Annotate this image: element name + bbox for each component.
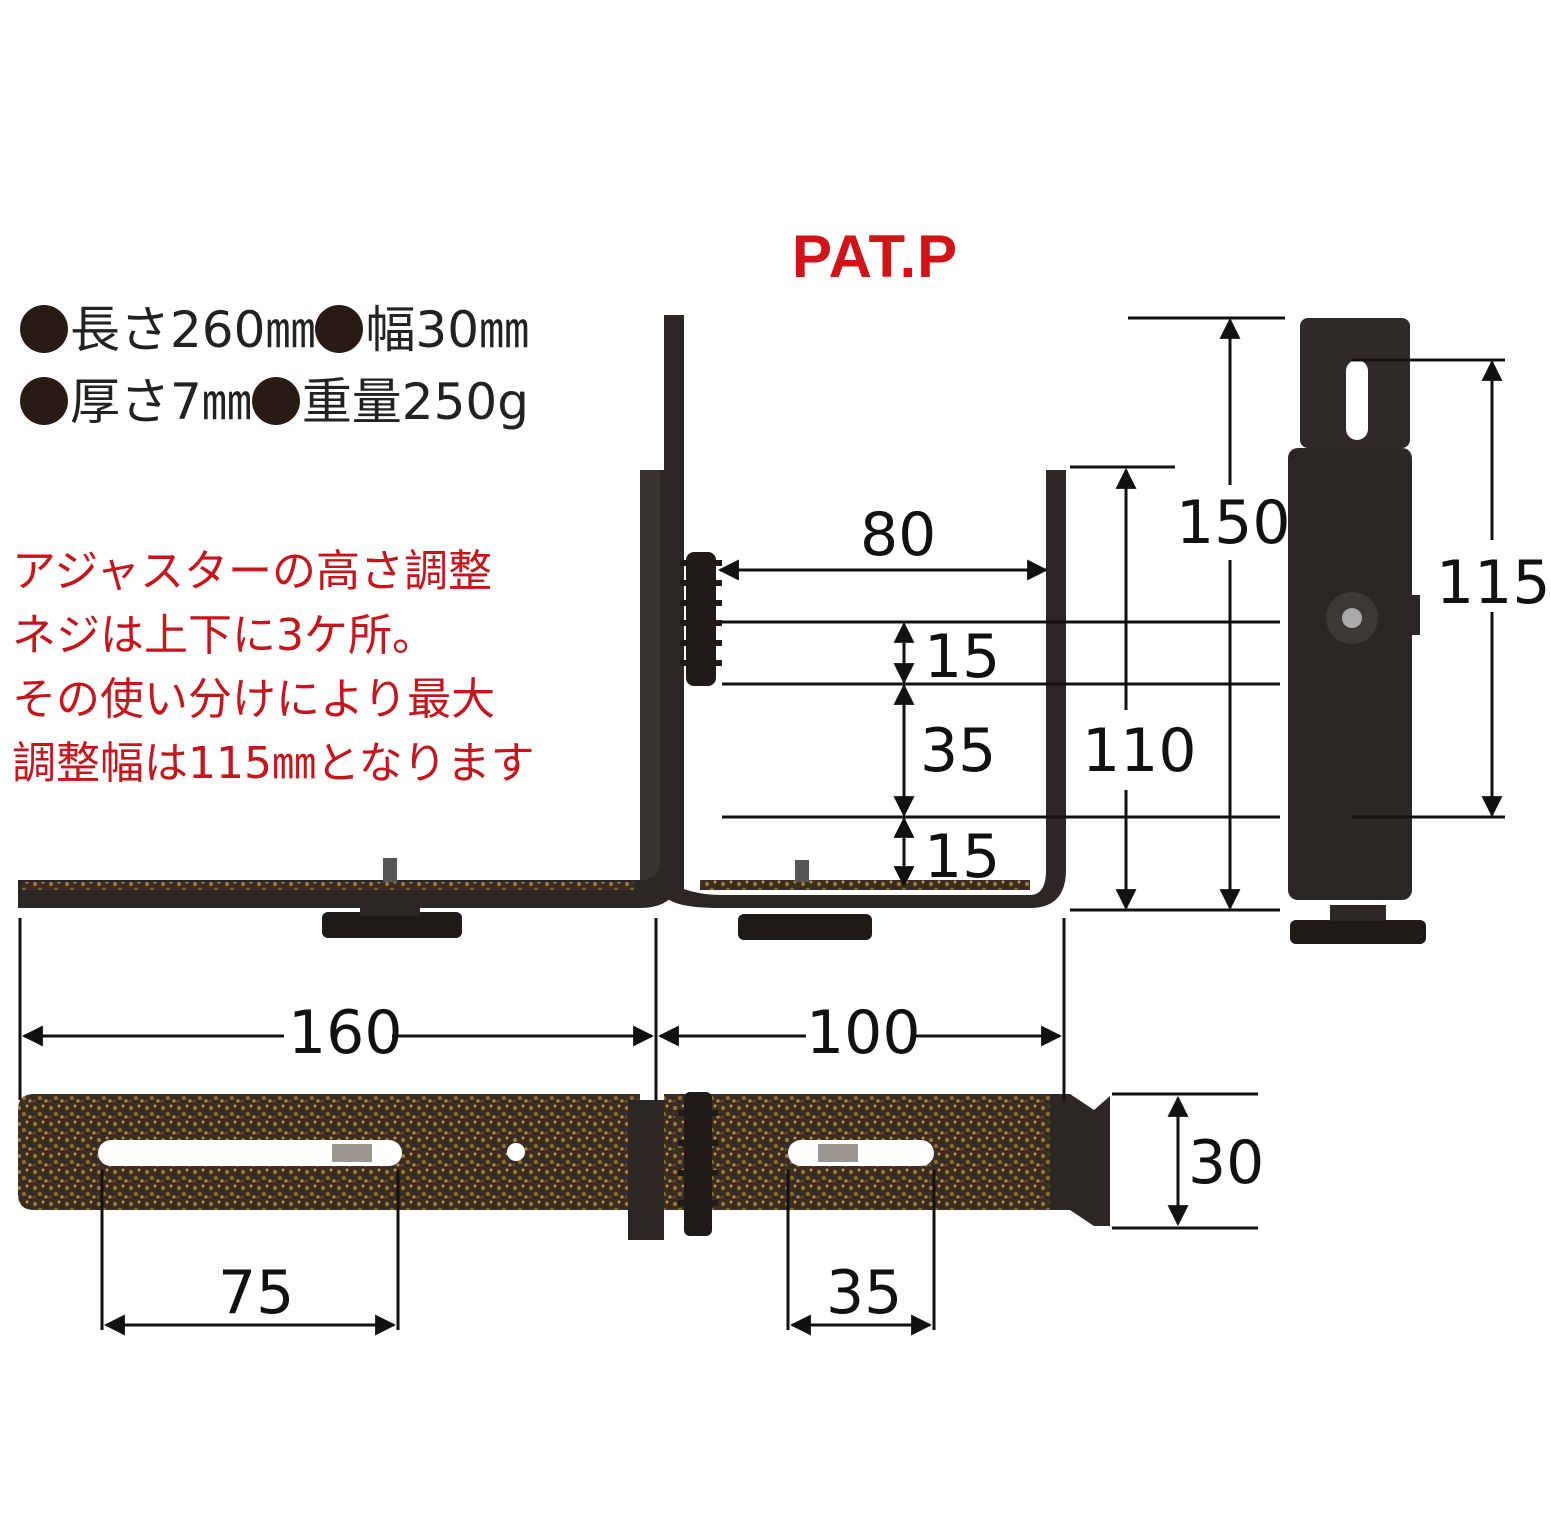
dim-100: 100: [806, 998, 921, 1068]
dim-35-slot: 35: [826, 1258, 903, 1328]
spec-width: 幅30㎜: [365, 301, 530, 359]
spec-thickness: 厚さ7㎜: [70, 373, 252, 431]
dim-75: 75: [218, 1258, 295, 1328]
spec-length: 長さ260㎜: [70, 301, 316, 359]
dim-35-mid: 35: [920, 716, 997, 786]
adjuster-knob: [738, 914, 872, 940]
top-view-gear: [678, 1092, 718, 1236]
adjuster-knob: [322, 906, 462, 938]
note-line: アジャスターの高さ調整: [12, 546, 493, 597]
right-l-bracket: [664, 470, 1066, 940]
bullet-icon: [315, 305, 364, 353]
dim-15-top: 15: [924, 622, 1001, 692]
dim-80: 80: [860, 500, 937, 570]
note-line: その使い分けにより最大: [12, 674, 496, 725]
front-view-bracket: [1288, 318, 1426, 944]
bullet-icon: [251, 377, 300, 425]
dim-115: 115: [1436, 548, 1551, 618]
note-line: 調整幅は115㎜となります: [12, 738, 535, 789]
top-view-bracket: [18, 1092, 1110, 1240]
dim-30: 30: [1188, 1128, 1265, 1198]
bullet-icon: [20, 305, 68, 353]
bullet-icon: [20, 377, 68, 425]
note-line: ネジは上下に3ケ所。: [12, 610, 436, 661]
patent-mark: PAT.P: [792, 223, 959, 290]
dim-160: 160: [288, 998, 403, 1068]
adjuster-knob: [1290, 905, 1426, 944]
dim-110: 110: [1082, 716, 1197, 786]
dim-15-bottom: 15: [924, 822, 1001, 892]
spec-weight: 重量250g: [301, 373, 529, 431]
side-gear: [680, 552, 722, 686]
dim-150: 150: [1176, 488, 1291, 558]
adjustment-note: アジャスターの高さ調整 ネジは上下に3ケ所。 その使い分けにより最大 調整幅は1…: [12, 540, 535, 796]
dimension-lines: [18, 316, 1505, 1336]
left-l-bracket: [18, 315, 684, 938]
